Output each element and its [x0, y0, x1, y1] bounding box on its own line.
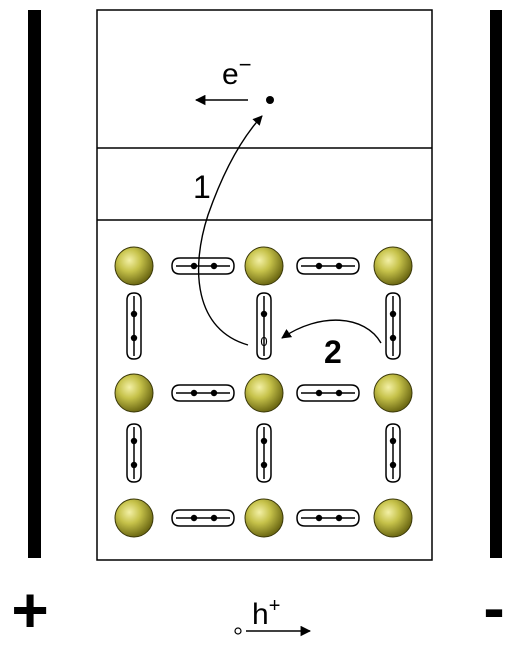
electron-dot	[131, 311, 137, 317]
bond-v-u-c3	[386, 293, 400, 359]
bond-h-r3-c1	[172, 510, 234, 526]
electron-dot	[211, 515, 217, 521]
bond-v-l-c2	[257, 424, 271, 482]
bond-h-r3-c2	[297, 510, 359, 526]
free-electron	[266, 96, 274, 104]
electron-dot	[336, 515, 342, 521]
atom	[245, 374, 283, 412]
electron-dot	[211, 390, 217, 396]
atom	[245, 499, 283, 537]
excitation-path-1	[199, 116, 262, 345]
electron-dot	[316, 263, 322, 269]
atom	[115, 247, 153, 285]
electron-dot	[131, 438, 137, 444]
atom	[245, 247, 283, 285]
electron-dot	[390, 335, 396, 341]
electron-dot	[390, 438, 396, 444]
bond-v-u-c1	[127, 293, 141, 359]
electron-dot	[261, 462, 267, 468]
bond-v-u-c2-broken	[257, 293, 271, 359]
electron-dot	[336, 390, 342, 396]
electron-dot	[261, 438, 267, 444]
electron-dot	[261, 311, 267, 317]
bond-h-r2-c1	[172, 385, 234, 401]
electron-dot	[336, 263, 342, 269]
atom	[115, 499, 153, 537]
electron-dot	[191, 515, 197, 521]
electron-dot	[211, 263, 217, 269]
atom	[374, 247, 412, 285]
electron-label: e−	[222, 52, 252, 91]
atom	[115, 374, 153, 412]
electron-dot	[191, 263, 197, 269]
path-label-2: 2	[324, 334, 342, 370]
electron-dot	[131, 462, 137, 468]
hole-label: h+	[252, 595, 280, 631]
bond-h-r1-c2	[297, 258, 359, 274]
electron-dot	[316, 515, 322, 521]
electron-dot	[390, 311, 396, 317]
electron-dot	[390, 462, 396, 468]
electron-dot	[316, 390, 322, 396]
electron-dot	[191, 390, 197, 396]
hole-marker: 0	[260, 334, 267, 349]
path-label-1: 1	[193, 169, 211, 205]
bond-h-r2-c2	[297, 385, 359, 401]
bond-v-l-c3	[386, 424, 400, 482]
positive-terminal: +	[11, 574, 48, 646]
bond-v-l-c1	[127, 424, 141, 482]
negative-terminal: -	[483, 572, 504, 644]
atom	[374, 374, 412, 412]
hole-dot	[235, 628, 241, 634]
atom	[374, 499, 412, 537]
electron-dot	[131, 335, 137, 341]
bond-h-r1-c1	[172, 258, 234, 274]
